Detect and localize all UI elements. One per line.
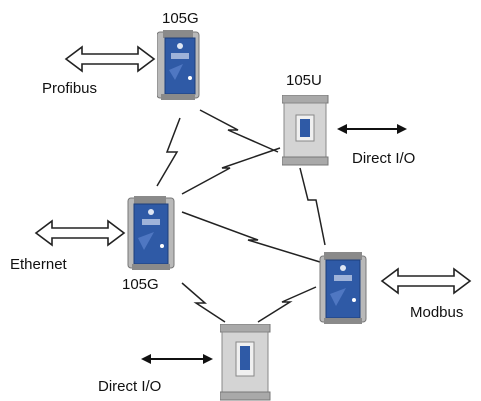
link-left-to-105u	[181, 147, 281, 195]
solid-double-arrow-105u-io	[337, 124, 407, 134]
hollow-double-arrow-modbus	[380, 267, 472, 295]
io-label-bottom: Direct I/O	[98, 378, 162, 395]
link-105u-to-modbus	[299, 167, 326, 246]
link-top-to-left	[156, 117, 181, 187]
device-modbus-unit	[319, 252, 367, 324]
protocol-label-ethernet: Ethernet	[10, 256, 67, 273]
hollow-double-arrow-ethernet	[34, 219, 126, 247]
link-left-to-bottom	[181, 282, 226, 323]
link-bottom-to-modbus	[257, 286, 317, 323]
device-label-105g-left: 105G	[122, 276, 159, 293]
hollow-double-arrow-profibus	[64, 45, 156, 73]
solid-double-arrow-bottom-io	[141, 354, 213, 364]
link-top-to-105u	[199, 109, 279, 153]
device-label-105g-top: 105G	[162, 10, 199, 27]
io-label-105u: Direct I/O	[352, 150, 416, 167]
device-105u	[282, 95, 329, 166]
device-label-105u: 105U	[286, 72, 322, 89]
device-105g-top	[157, 30, 200, 100]
protocol-label-modbus: Modbus	[410, 304, 464, 321]
protocol-label-profibus: Profibus	[42, 80, 98, 97]
device-105g-left	[127, 196, 175, 270]
device-bottom-io-unit	[220, 324, 271, 401]
link-left-to-modbus	[181, 211, 321, 263]
